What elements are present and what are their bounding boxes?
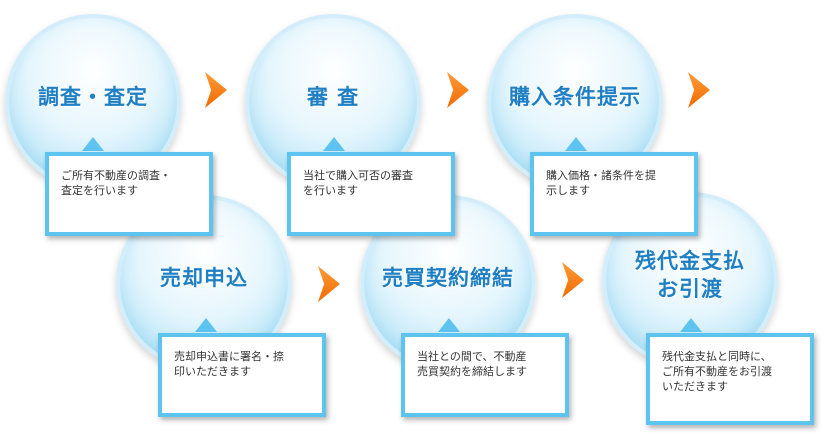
- step-2-description: 当社で購入可否の審査 を行います: [287, 152, 455, 236]
- callout-pointer: [565, 137, 587, 151]
- arrow-right-icon: [205, 72, 227, 108]
- callout-pointer: [323, 137, 345, 151]
- step-3-desc-text: 購入価格・諸条件を提 示します: [546, 169, 656, 197]
- step-4-title: 売却申込: [160, 266, 248, 290]
- step-3-description: 購入価格・諸条件を提 示します: [530, 152, 698, 236]
- step-5-description: 当社との間で、不動産 売買契約を締結します: [401, 333, 569, 417]
- step-1-description: ご所有不動産の調査・ 査定を行います: [45, 152, 213, 236]
- step-3-title: 購入条件提示: [509, 85, 641, 109]
- step-5-title: 売買契約締結: [382, 266, 514, 290]
- step-6-title: 残代金支払 お引渡: [635, 249, 745, 301]
- step-2-title: 審 査: [306, 85, 360, 109]
- step-6-desc-text: 残代金支払と同時に、 ご所有不動産をお引渡 いただきます: [662, 350, 772, 393]
- arrow-right-icon: [688, 72, 710, 108]
- callout-pointer: [438, 318, 460, 332]
- arrow-right-icon: [447, 72, 469, 108]
- callout-pointer: [82, 137, 104, 151]
- step-5-desc-text: 当社との間で、不動産 売買契約を締結します: [417, 350, 527, 378]
- step-1-desc-text: ご所有不動産の調査・ 査定を行います: [61, 169, 171, 197]
- arrow-right-icon: [318, 266, 340, 302]
- callout-pointer: [680, 318, 702, 332]
- step-6-description: 残代金支払と同時に、 ご所有不動産をお引渡 いただきます: [646, 333, 814, 425]
- step-1-title: 調査・査定: [38, 85, 148, 109]
- callout-pointer: [195, 318, 217, 332]
- arrow-right-icon: [562, 262, 584, 298]
- step-2-desc-text: 当社で購入可否の審査 を行います: [303, 169, 413, 197]
- step-4-desc-text: 売却申込書に署名・捺 印いただきます: [174, 350, 284, 378]
- step-4-description: 売却申込書に署名・捺 印いただきます: [158, 333, 326, 417]
